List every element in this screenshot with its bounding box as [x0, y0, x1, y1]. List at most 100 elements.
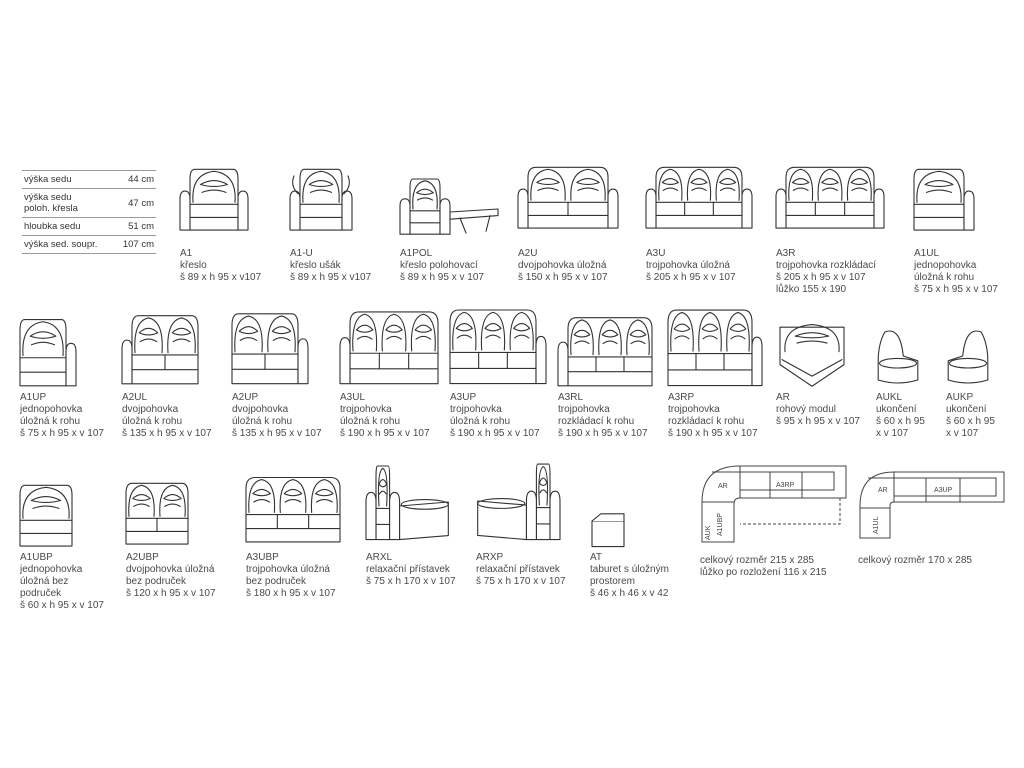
- item-dims: š 89 x h 95 x v107: [290, 272, 372, 283]
- furniture-drawing: [245, 476, 341, 543]
- plan-seat-outline: [712, 471, 835, 491]
- item-code: AR: [776, 392, 790, 403]
- item-code: A3UL: [340, 392, 366, 403]
- item-name: jednopohovka úložná k rohu: [914, 260, 977, 283]
- item-dims: š 150 x h 95 x v 107: [518, 272, 608, 283]
- corner-plan-1: AR A3RP A1UBP AUK celkový rozměr 215 x 2…: [700, 462, 848, 579]
- item-code: A2UBP: [126, 552, 159, 563]
- plan-seat-outline: [868, 477, 997, 497]
- spec-label: výška sed. soupr.: [22, 235, 115, 254]
- furniture-drawing: [365, 465, 449, 541]
- item-dims: š 75 x h 95 x v 107: [20, 428, 104, 439]
- item-name: relaxační přístavek: [476, 564, 560, 575]
- furniture-drawing: [779, 324, 845, 387]
- item-code: AUKP: [946, 392, 974, 403]
- item-name: trojpohovka úložná k rohu: [340, 404, 401, 427]
- item-code: A3RL: [558, 392, 584, 403]
- item-name: taburet s úložným prostorem: [590, 564, 669, 587]
- plan-sofa-module: [893, 471, 1005, 503]
- furniture-drawing: [121, 315, 199, 385]
- furniture-drawing: [449, 309, 547, 385]
- item-dims: š 120 x h 95 x v 107: [126, 588, 216, 599]
- item-dims: š 75 x h 95 x v 107: [914, 284, 998, 295]
- item-code: ARXL: [366, 552, 393, 563]
- plan-caption-bed: lůžko po rozložení 116 x 215: [700, 567, 827, 578]
- furniture-drawing: [645, 166, 753, 229]
- item-name: trojpohovka rozkládací: [776, 260, 877, 271]
- item-name: dvojpohovka úložná: [518, 260, 607, 271]
- furniture-drawing: [399, 178, 499, 235]
- item-name: ukončení: [946, 404, 987, 415]
- item-code: A2UL: [122, 392, 148, 403]
- item-code: AUKL: [876, 392, 903, 403]
- plan-sofa-module: [739, 465, 847, 499]
- item-dims: š 190 x h 95 x v 107: [558, 428, 648, 439]
- item-dims: š 75 x h 170 x v 107: [366, 576, 456, 587]
- plan-corner-module: [701, 465, 741, 543]
- plan-caption-block: celkový rozměr 215 x 285 lůžko po rozlož…: [700, 555, 848, 579]
- item-dims: š 135 x h 95 x v 107: [232, 428, 322, 439]
- corner-plan-2: AR A3UP A1UL celkový rozměr 170 x 285: [858, 468, 1006, 567]
- furniture-drawing: [19, 484, 73, 547]
- spec-value: 107 cm: [114, 235, 156, 254]
- item-name: ukončení: [876, 404, 917, 415]
- item-dims: š 60 x h 95 x v 107: [20, 600, 104, 611]
- spec-label: výška sedu poloh. křesla: [22, 188, 115, 218]
- plan-caption-block: celkový rozměr 170 x 285: [858, 555, 1006, 567]
- plan-label: A3UP: [934, 487, 953, 494]
- furniture-drawing: [517, 166, 619, 229]
- item-name: trojpohovka úložná k rohu: [450, 404, 511, 427]
- item-name: rohový modul: [776, 404, 837, 415]
- item-code: A1-U: [290, 248, 313, 259]
- plan-label: A1UL: [873, 516, 880, 534]
- furniture-drawing: [339, 311, 439, 385]
- item-dims: š 190 x h 95 x v 107: [340, 428, 430, 439]
- furniture-drawing: [19, 319, 77, 387]
- furniture-drawing: [179, 168, 249, 231]
- plan-bed-extension: [740, 497, 841, 525]
- furniture-drawing: [947, 330, 989, 384]
- spec-value: 47 cm: [114, 188, 156, 218]
- plan-caption: celkový rozměr 215 x 285: [700, 555, 814, 566]
- furniture-drawing: [913, 168, 975, 231]
- item-code: A2U: [518, 248, 538, 259]
- furniture-drawing: [775, 166, 885, 229]
- item-name: jednopohovka úložná k rohu: [20, 404, 83, 427]
- item-code: A2UP: [232, 392, 259, 403]
- plan-label: A1UBP: [717, 513, 724, 536]
- item-name: trojpohovka úložná: [646, 260, 730, 271]
- item-name: dvojpohovka úložná k rohu: [122, 404, 183, 427]
- item-dims: š 46 x h 46 x v 42: [590, 588, 669, 599]
- spec-label: výška sedu: [22, 170, 115, 189]
- item-code: A3U: [646, 248, 666, 259]
- item-dims: š 135 x h 95 x v 107: [122, 428, 212, 439]
- item-name: jednopohovka úložná bez područek: [20, 564, 83, 599]
- item-code: A3UBP: [246, 552, 279, 563]
- item-code: ARXP: [476, 552, 504, 563]
- plan-label: AR: [878, 487, 888, 494]
